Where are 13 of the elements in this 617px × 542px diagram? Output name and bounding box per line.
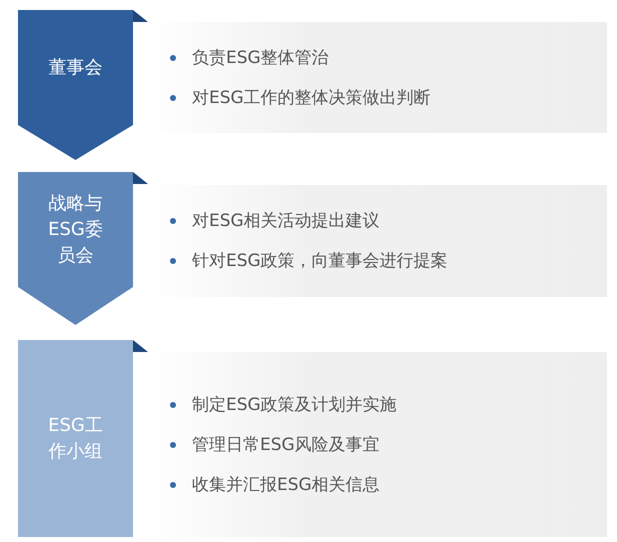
bullet-text: 针对ESG政策，向董事会进行提案 (192, 250, 448, 272)
chevron-box (18, 172, 148, 325)
chevron-box (18, 340, 148, 537)
bullet-text: 收集并汇报ESG相关信息 (192, 474, 380, 496)
bullet-text: 制定ESG政策及计划并实施 (192, 394, 397, 416)
box-title: 董事会 (48, 56, 104, 80)
bullet-text: 对ESG相关活动提出建议 (192, 210, 380, 232)
bullet-text: 管理日常ESG风险及事宜 (192, 434, 380, 456)
box-title: ESG工作小组 (47, 414, 104, 464)
bullet-text: 对ESG工作的整体决策做出判断 (192, 86, 431, 108)
chevron-box (18, 10, 148, 160)
box-title: 战略与ESG委员会 (48, 192, 104, 268)
bullet-text: 负责ESG整体管治 (192, 46, 329, 68)
